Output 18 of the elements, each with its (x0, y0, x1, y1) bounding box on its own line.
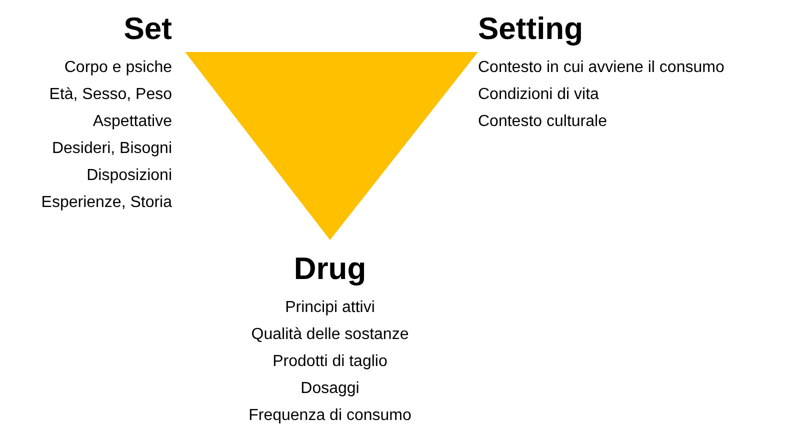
list-item: Principi attivi (285, 298, 375, 318)
heading: Setting (478, 10, 584, 48)
list-item: Qualità delle sostanze (251, 325, 409, 345)
list-item: Contesto in cui avviene il consumo (478, 58, 724, 78)
list-item: Dosaggi (300, 379, 360, 399)
list-item: Corpo e psiche (64, 58, 172, 78)
list-item: Prodotti di taglio (272, 352, 388, 372)
list-item: Aspettative (92, 112, 172, 132)
list-item: Frequenza di consumo (248, 406, 412, 424)
heading: Set (124, 10, 172, 48)
list-item: Desideri, Bisogni (52, 139, 172, 159)
list-item: Età, Sesso, Peso (49, 85, 172, 105)
list-item: Disposizioni (86, 166, 172, 186)
list-item: Esperienze, Storia (41, 193, 172, 213)
list-item: Contesto culturale (478, 112, 607, 132)
inverted-triangle (185, 52, 478, 240)
heading: Drug (294, 250, 366, 288)
list-item: Condizioni di vita (478, 85, 599, 105)
